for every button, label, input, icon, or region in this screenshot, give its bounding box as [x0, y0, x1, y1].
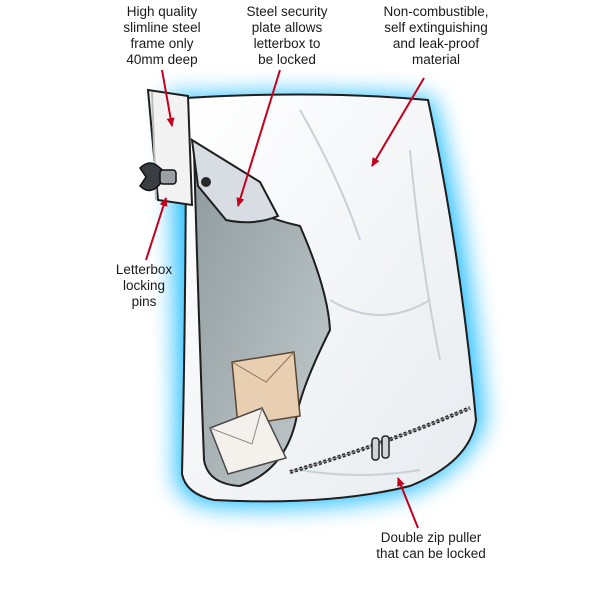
arrow-frame	[161, 69, 175, 127]
callout-zip: Double zip puller that can be locked	[376, 530, 486, 561]
callout-plate: Steel security plate allows letterbox to…	[246, 4, 328, 67]
callout-material: Non-combustible, self extinguishing and …	[383, 4, 489, 67]
zipper	[289, 406, 471, 474]
arrow-zip	[397, 477, 419, 529]
locking-pin-knob	[139, 162, 177, 192]
security-plate	[190, 138, 280, 224]
plate-hole	[201, 177, 211, 187]
envelope-brown	[231, 351, 301, 427]
arrow-pins	[145, 197, 168, 261]
callout-frame: High quality slimline steel frame only 4…	[123, 4, 201, 67]
arrow-plate	[236, 69, 281, 207]
zip-puller-b	[381, 435, 390, 459]
arrow-material	[371, 77, 425, 167]
envelope-white	[209, 407, 288, 475]
zip-puller-a	[371, 437, 380, 461]
callout-pins: Letterbox locking pins	[115, 262, 173, 309]
bag-folds	[299, 109, 441, 476]
